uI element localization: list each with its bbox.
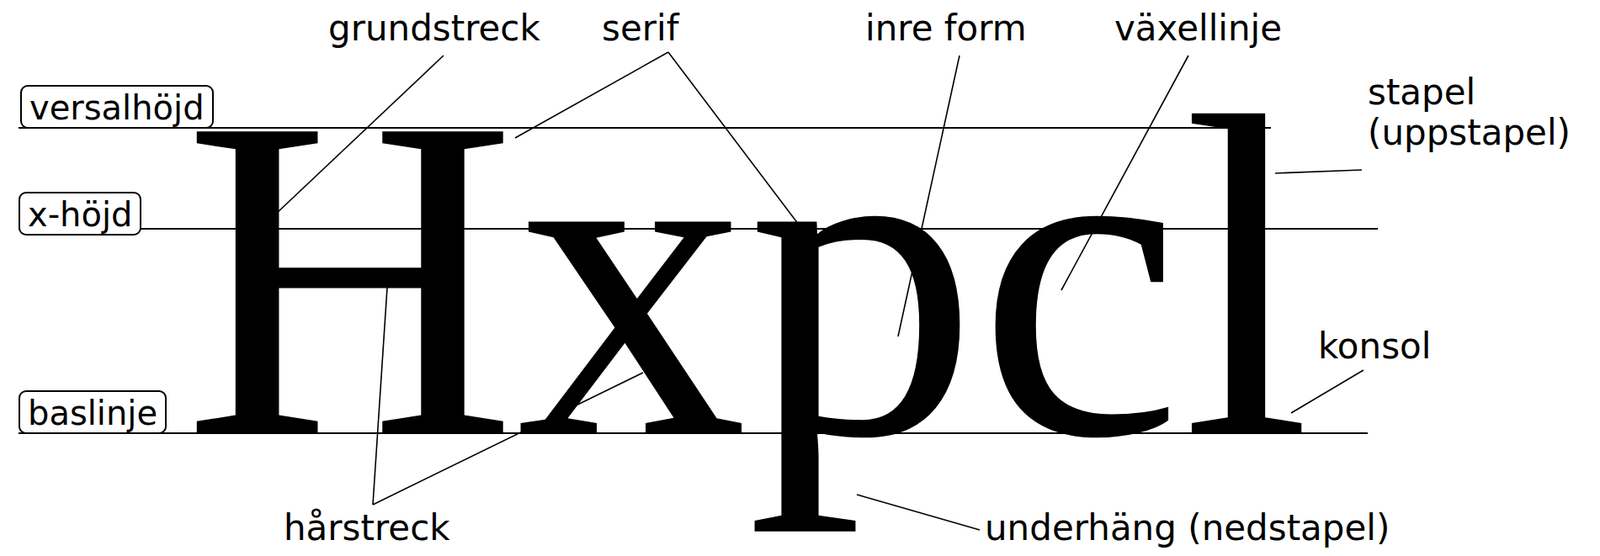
- part-name: växellinje: [1114, 8, 1282, 49]
- level-box: versalhöjd: [20, 85, 214, 129]
- part-name: stapel (uppstapel): [1367, 72, 1597, 155]
- part-name: serif: [601, 8, 679, 49]
- part-name: underhäng (nedstapel): [984, 508, 1390, 549]
- level-name: versalhöjd: [29, 88, 205, 128]
- part-name: grundstreck: [328, 8, 541, 49]
- level-name: baslinje: [27, 393, 158, 433]
- part-name: hårstreck: [283, 508, 451, 549]
- part-name: konsol: [1318, 326, 1431, 367]
- level-box: baslinje: [18, 390, 167, 435]
- part-name: inre form: [865, 8, 1027, 49]
- level-name: x-höjd: [27, 195, 133, 234]
- specimen-letters: Hxpcl: [183, 47, 1311, 510]
- level-box: x-höjd: [18, 191, 142, 236]
